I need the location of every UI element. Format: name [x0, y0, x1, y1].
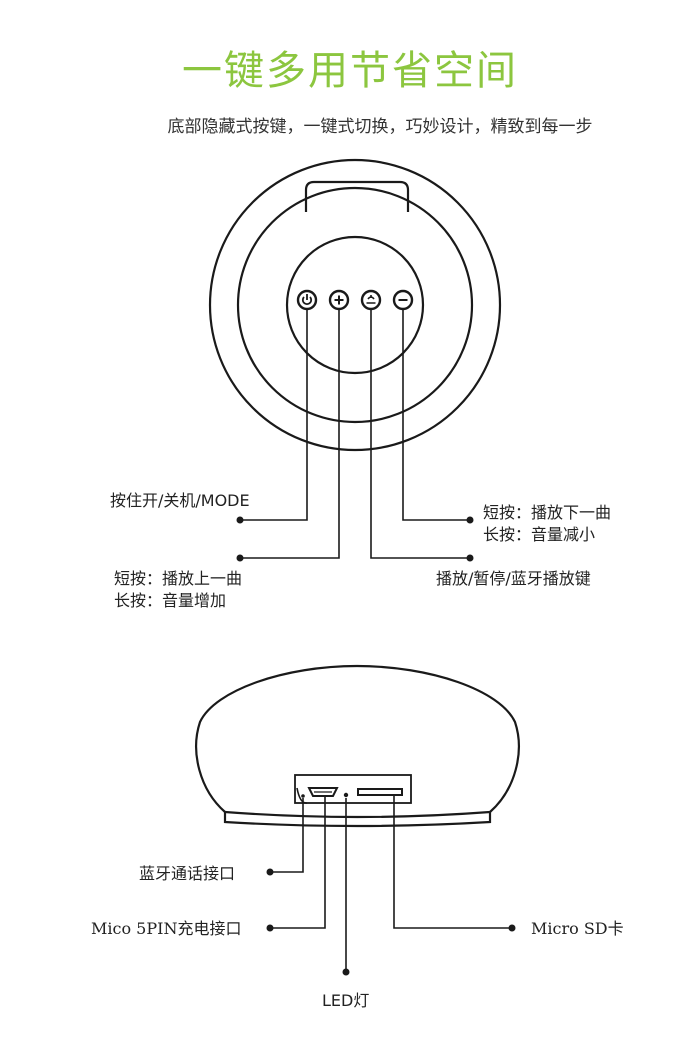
label-next-long: 长按：音量减小: [483, 525, 596, 544]
speaker-side-view: [195, 664, 520, 828]
speaker-outer-ring: [208, 158, 502, 452]
label-play: 播放/暂停/蓝牙播放键: [436, 569, 591, 588]
page-subtitle: 底部隐藏式按键，一键式切换，巧妙设计，精致到每一步: [167, 117, 593, 137]
button-row: [296, 289, 414, 311]
label-power: 按住开/关机/MODE: [110, 491, 250, 510]
label-next-short: 短按：播放下一曲: [483, 503, 612, 522]
label-prev-short: 短按：播放上一曲: [114, 569, 243, 588]
led-icon: [343, 792, 349, 798]
minus-leader-line: [402, 309, 470, 521]
speaker-button-panel: [285, 235, 425, 375]
label-bt-call: 蓝牙通话接口: [139, 864, 236, 883]
plus-leader-line: [240, 309, 340, 559]
power-leader-line: [240, 309, 308, 521]
usb-port-icon: [307, 787, 339, 797]
label-led: LED灯: [322, 991, 370, 1010]
play-button-icon: [360, 289, 382, 311]
sd-slot-icon: [357, 788, 403, 796]
port-panel: [294, 774, 412, 804]
sd-leader-line: [393, 796, 512, 929]
bt-call-leader-line: [270, 798, 304, 873]
label-sd: Micro SD卡: [531, 919, 624, 938]
label-prev-long: 长按：音量增加: [114, 591, 227, 610]
speaker-handle: [304, 180, 410, 212]
play-leader-line: [370, 309, 470, 559]
page-title: 一键多用节省空间: [182, 48, 518, 94]
charge-leader-line: [270, 797, 326, 929]
speaker-inner-ring: [236, 186, 474, 424]
label-charge: Mico 5PIN充电接口: [91, 919, 242, 938]
